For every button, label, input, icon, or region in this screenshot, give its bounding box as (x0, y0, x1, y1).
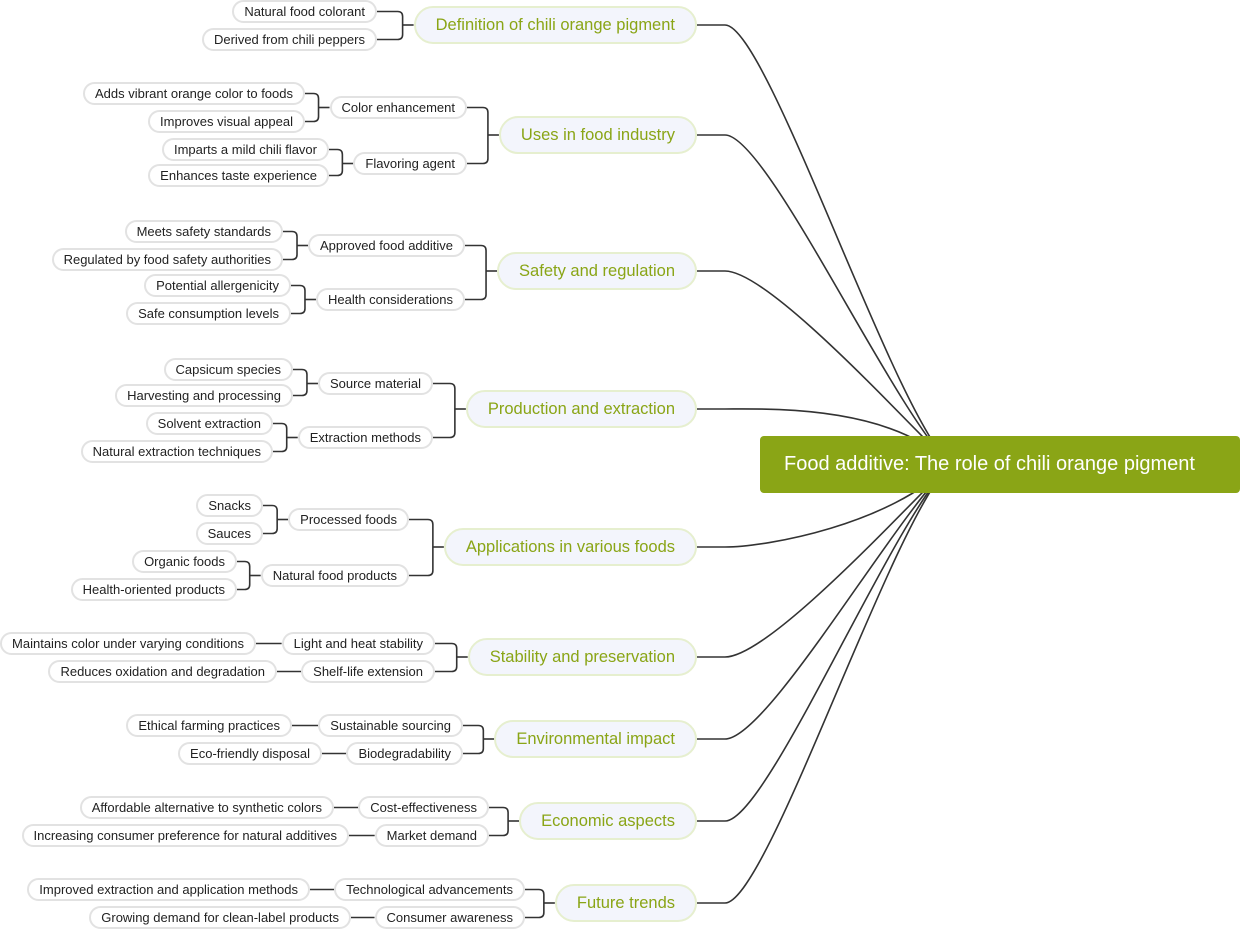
leaf-affordable-alternative[interactable]: Affordable alternative to synthetic colo… (79, 796, 334, 819)
leaf-sauces[interactable]: Sauces (195, 522, 263, 545)
leaf-solvent-extraction[interactable]: Solvent extraction (145, 412, 273, 435)
leaf-health-oriented-products[interactable]: Health-oriented products (70, 578, 237, 601)
subtopic-derived-from-chili-peppers[interactable]: Derived from chili peppers (201, 28, 377, 51)
subtopic-technological-advancements[interactable]: Technological advancements (334, 878, 525, 901)
branch-connector (329, 148, 344, 164)
branch-connector (465, 244, 487, 271)
subtopic-extraction-methods[interactable]: Extraction methods (297, 426, 433, 449)
topic-definition[interactable]: Definition of chili orange pigment (413, 6, 697, 44)
branch-connector (467, 106, 489, 135)
leaf-growing-demand-clean-label[interactable]: Growing demand for clean-label products (89, 906, 351, 929)
leaf-improves-visual-appeal[interactable]: Improves visual appeal (148, 110, 305, 133)
leaf-natural-extraction-techniques[interactable]: Natural extraction techniques (80, 440, 273, 463)
branch-connector (305, 92, 320, 108)
subtopic-light-and-heat-stability[interactable]: Light and heat stability (281, 632, 435, 655)
leaf-regulated-by-authorities[interactable]: Regulated by food safety authorities (51, 248, 283, 271)
topic-future-trends[interactable]: Future trends (554, 884, 697, 922)
subtopic-natural-food-colorant[interactable]: Natural food colorant (232, 0, 377, 23)
leaf-meets-safety-standards[interactable]: Meets safety standards (124, 220, 283, 243)
subtopic-consumer-awareness[interactable]: Consumer awareness (374, 906, 525, 929)
leaf-organic-foods[interactable]: Organic foods (132, 550, 237, 573)
leaf-potential-allergenicity[interactable]: Potential allergenicity (144, 274, 291, 297)
branch-connector (435, 657, 458, 673)
branch-connector (293, 368, 308, 384)
branch-connector (489, 806, 509, 821)
leaf-adds-vibrant-orange-color[interactable]: Adds vibrant orange color to foods (82, 82, 305, 105)
topic-applications-in-various-foods[interactable]: Applications in various foods (443, 528, 697, 566)
leaf-snacks[interactable]: Snacks (196, 494, 263, 517)
root-connector (697, 463, 951, 658)
leaf-enhances-taste-experience[interactable]: Enhances taste experience (148, 164, 329, 187)
leaf-improved-extraction-methods[interactable]: Improved extraction and application meth… (27, 878, 310, 901)
subtopic-biodegradability[interactable]: Biodegradability (346, 742, 463, 765)
branch-connector (263, 504, 278, 520)
leaf-eco-friendly-disposal[interactable]: Eco-friendly disposal (178, 742, 322, 765)
branch-connector (465, 271, 487, 301)
topic-environmental-impact[interactable]: Environmental impact (494, 720, 697, 758)
branch-connector (433, 409, 456, 439)
central-topic[interactable]: Food additive: The role of chili orange … (760, 436, 1240, 493)
subtopic-shelf-life-extension[interactable]: Shelf-life extension (301, 660, 435, 683)
branch-connector (263, 519, 278, 535)
branch-connector (237, 560, 251, 576)
branch-connector (305, 107, 320, 123)
subtopic-health-considerations[interactable]: Health considerations (315, 288, 465, 311)
topic-stability-and-preservation[interactable]: Stability and preservation (467, 638, 697, 676)
leaf-increasing-consumer-preference[interactable]: Increasing consumer preference for natur… (21, 824, 349, 847)
branch-connector (463, 724, 485, 739)
branch-connector (409, 547, 434, 577)
root-connector (697, 463, 951, 740)
leaf-reduces-oxidation[interactable]: Reduces oxidation and degradation (48, 660, 277, 683)
branch-connector (463, 739, 485, 755)
branch-connector (291, 299, 306, 315)
subtopic-natural-food-products[interactable]: Natural food products (260, 564, 409, 587)
branch-connector (409, 518, 434, 547)
topic-safety-and-regulation[interactable]: Safety and regulation (497, 252, 697, 290)
subtopic-color-enhancement[interactable]: Color enhancement (329, 96, 467, 119)
topic-uses-in-food-industry[interactable]: Uses in food industry (498, 116, 697, 154)
branch-connector (435, 642, 458, 657)
branch-connector (489, 821, 509, 837)
subtopic-flavoring-agent[interactable]: Flavoring agent (353, 152, 467, 175)
subtopic-approved-food-additive[interactable]: Approved food additive (308, 234, 465, 257)
leaf-ethical-farming-practices[interactable]: Ethical farming practices (126, 714, 292, 737)
root-connector (697, 134, 951, 466)
branch-connector (283, 230, 298, 246)
topic-production-and-extraction[interactable]: Production and extraction (465, 390, 697, 428)
root-connector (697, 463, 951, 822)
subtopic-sustainable-sourcing[interactable]: Sustainable sourcing (318, 714, 463, 737)
branch-connector (377, 25, 404, 41)
subtopic-cost-effectiveness[interactable]: Cost-effectiveness (358, 796, 489, 819)
branch-connector (291, 284, 306, 300)
leaf-safe-consumption-levels[interactable]: Safe consumption levels (126, 302, 291, 325)
branch-connector (237, 575, 251, 591)
leaf-harvesting-and-processing[interactable]: Harvesting and processing (115, 384, 293, 407)
branch-connector (273, 437, 288, 453)
subtopic-processed-foods[interactable]: Processed foods (288, 508, 409, 531)
subtopic-source-material[interactable]: Source material (317, 372, 433, 395)
branch-connector (273, 422, 288, 438)
branch-connector (525, 888, 545, 903)
branch-connector (329, 163, 344, 177)
root-connector (697, 24, 951, 466)
root-connector (697, 463, 951, 904)
branch-connector (283, 245, 298, 261)
leaf-maintains-color[interactable]: Maintains color under varying conditions (0, 632, 256, 655)
subtopic-market-demand[interactable]: Market demand (374, 824, 489, 847)
branch-connector (433, 382, 456, 409)
branch-connector (525, 903, 545, 919)
leaf-capsicum-species[interactable]: Capsicum species (163, 358, 293, 381)
branch-connector (467, 135, 489, 165)
leaf-imparts-mild-chili-flavor[interactable]: Imparts a mild chili flavor (161, 138, 329, 161)
branch-connector (293, 383, 308, 397)
branch-connector (377, 10, 404, 25)
topic-economic-aspects[interactable]: Economic aspects (519, 802, 697, 840)
